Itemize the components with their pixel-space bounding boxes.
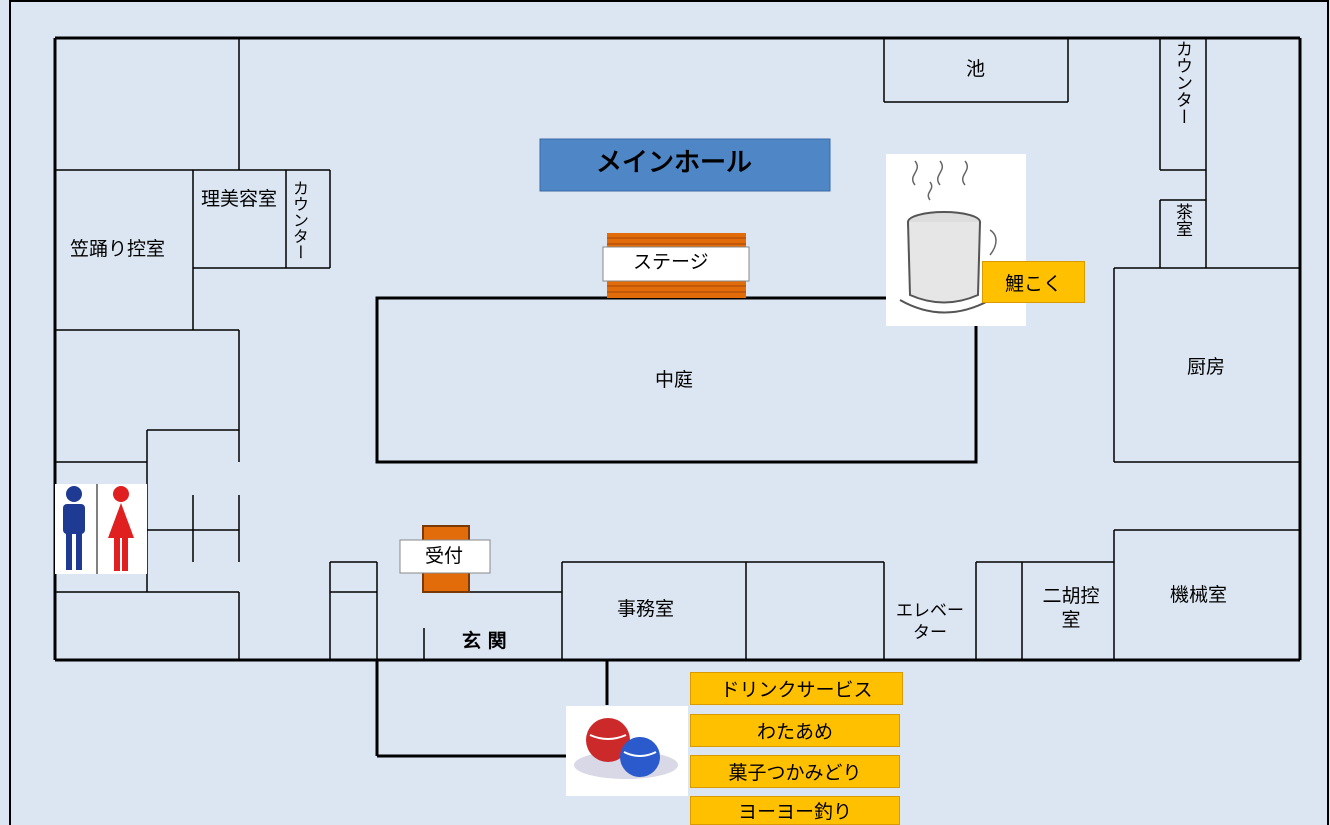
machine-room-label: 機械室 <box>1170 584 1228 606</box>
main-hall-label: メインホール <box>596 148 753 178</box>
service-tag-drink: ドリンクサービス <box>690 672 903 705</box>
service-label: 菓子つかみどり <box>728 762 862 784</box>
pond-label: 池 <box>966 58 986 80</box>
service-tag-yoyo: ヨーヨー釣り <box>690 796 900 825</box>
koikoku-tag: 鯉こく <box>982 261 1085 303</box>
restroom-sign <box>55 484 147 574</box>
service-tag-candy-grab: 菓子つかみどり <box>690 755 900 788</box>
female-restroom-icon <box>108 486 134 571</box>
service-label: わたあめ <box>756 721 833 743</box>
service-label: ヨーヨー釣り <box>737 801 852 823</box>
tea-room-label: 茶室 <box>1172 203 1192 237</box>
stage-area <box>602 233 750 298</box>
elevator-label: エレベーター <box>896 601 964 643</box>
right-counter-label: カウンター <box>1172 40 1192 125</box>
entrance-label: 玄 関 <box>462 630 507 652</box>
koikoku-label: 鯉こく <box>1004 272 1062 295</box>
main-hall-banner <box>539 138 831 192</box>
kasaodori-room-label: 笠踊り控室 <box>70 238 166 260</box>
yoyo-balloons-icon <box>566 706 688 796</box>
courtyard-label: 中庭 <box>655 369 694 391</box>
reception-label: 受付 <box>425 545 464 567</box>
stage-label: ステージ <box>633 251 709 273</box>
beauty-room-label: 理美容室 <box>200 188 277 210</box>
kitchen-label: 厨房 <box>1187 356 1226 378</box>
service-label: ドリンクサービス <box>720 679 873 701</box>
left-counter-label: カウンター <box>290 180 309 260</box>
office-label: 事務室 <box>617 598 675 620</box>
male-restroom-icon <box>63 486 85 570</box>
service-tag-cotton-candy: わたあめ <box>690 714 900 747</box>
room-walls <box>53 36 1302 758</box>
reception-sign <box>399 539 491 574</box>
niko-room-label: 二胡控室 <box>1042 585 1100 631</box>
